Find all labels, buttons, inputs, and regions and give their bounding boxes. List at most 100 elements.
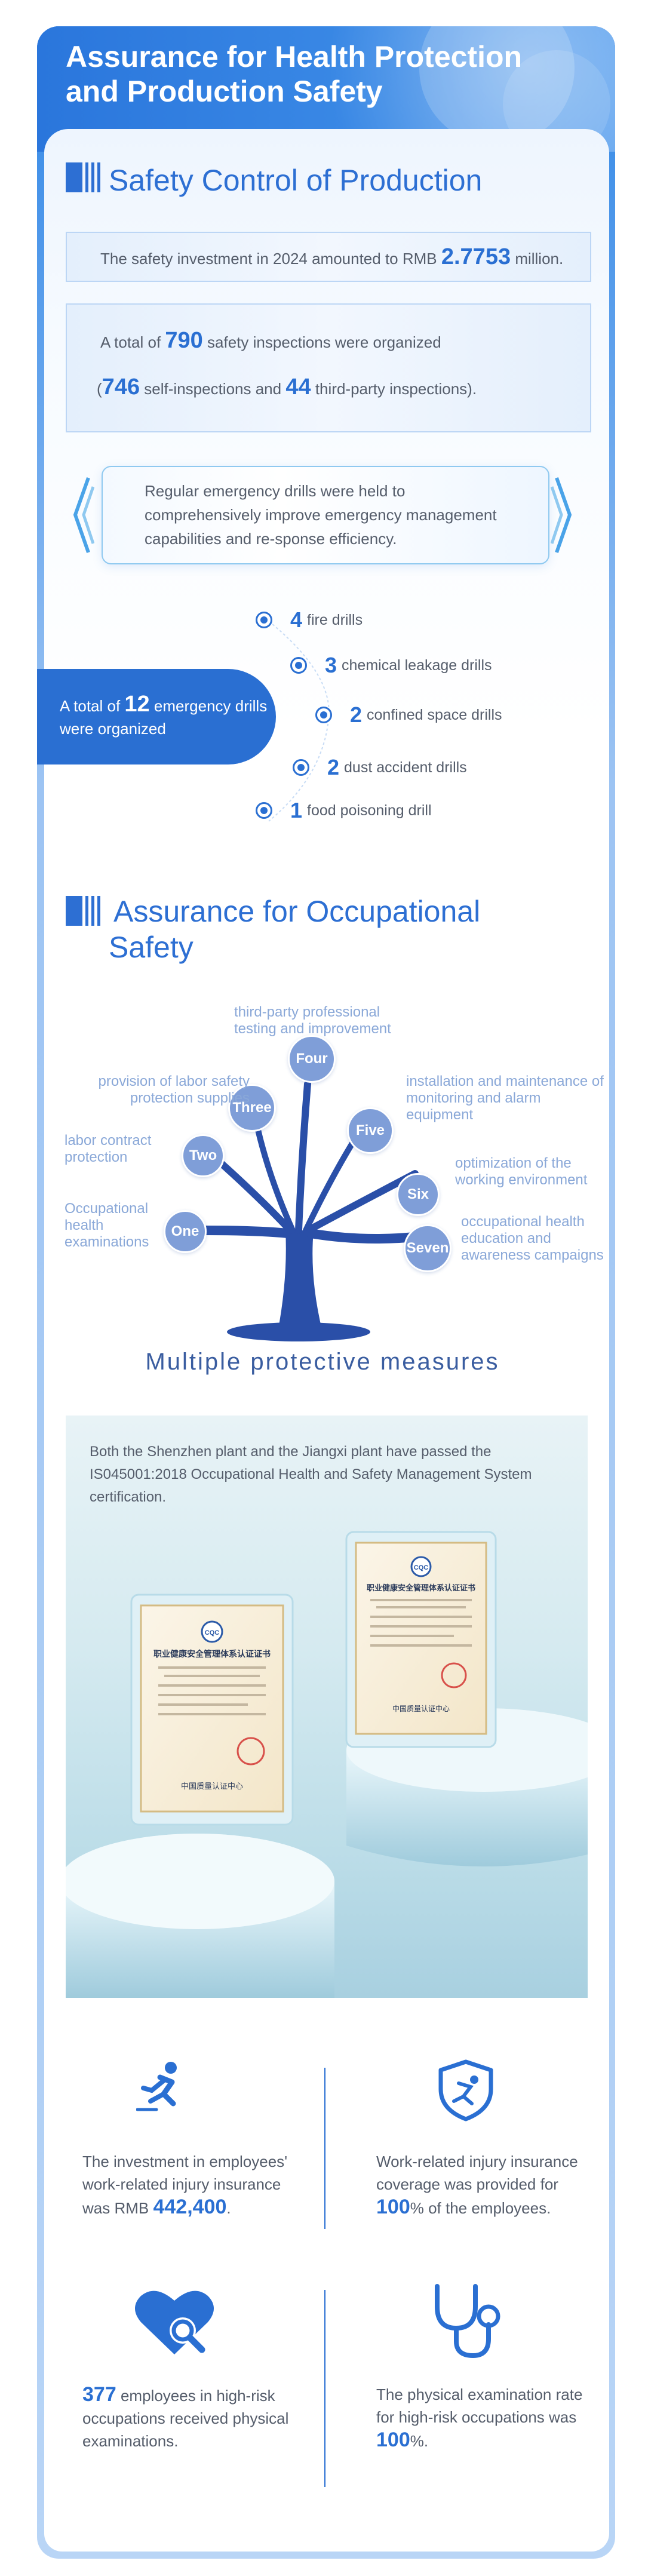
section-title: Assurance for Occupational Safety	[109, 894, 480, 965]
stat-value: 442,400	[153, 2196, 227, 2218]
drills-total-text: A total of 12 emergency drills were orga…	[60, 693, 275, 740]
svg-text:中国质量认证中心: 中国质量认证中心	[181, 1782, 243, 1791]
svg-text:中国质量认证中心: 中国质量认证中心	[392, 1704, 450, 1713]
bullet-dot-icon	[293, 759, 309, 776]
inspections-box: A total of 790 safety inspections were o…	[66, 303, 591, 432]
tree-label-three: provision of labor safety protection sup…	[98, 1073, 250, 1106]
section-header-production: Safety Control of Production	[66, 162, 482, 198]
drills-total-value: 12	[124, 692, 150, 717]
certification-panel: Both the Shenzhen plant and the Jiangxi …	[66, 1416, 588, 1998]
stat-insurance-investment: The investment in employees' work-relate…	[82, 2150, 291, 2219]
investment-value: 2.7753	[441, 244, 511, 269]
section-title-line1: Assurance for Occupational	[113, 895, 481, 928]
stat-post: % of the employees.	[410, 2199, 551, 2217]
investment-post: million.	[511, 250, 564, 268]
inspections-pre: A total of	[100, 333, 165, 351]
tree-node-2: Three	[228, 1084, 276, 1132]
stat-insurance-coverage: Work-related injury insurance coverage w…	[376, 2150, 597, 2219]
stat-pre: Work-related injury insurance coverage w…	[376, 2153, 578, 2193]
inspections-post: safety inspections were organized	[202, 333, 441, 351]
certificates-photo: CQC 职业健康安全管理体系认证证书 中国质量认证中心 CQC 职业健康安全管理…	[66, 1531, 588, 1998]
tree-label-five: installation and maintenance of monitori…	[406, 1073, 604, 1123]
stat-post: .	[226, 2199, 231, 2217]
third-party-value: 44	[285, 374, 311, 400]
emergency-note-box: Regular emergency drills were held to co…	[102, 466, 549, 564]
tree-node-1: Two	[182, 1134, 225, 1177]
divider	[324, 2290, 325, 2487]
bullet-dot-icon	[256, 612, 272, 628]
drills-total-badge: A total of 12 emergency drills were orga…	[37, 669, 276, 764]
tree-label-six: optimization of the working environment	[455, 1155, 588, 1188]
bullet-dot-icon	[256, 802, 272, 819]
self-inspections-value: 746	[102, 374, 140, 400]
drill-label: fire drills	[307, 611, 363, 628]
page-title: Assurance for Health Protection and Prod…	[66, 40, 523, 108]
heart-search-icon	[135, 2291, 214, 2354]
paren-open: (	[97, 380, 102, 398]
stat-post: employees in high-risk occupations recei…	[82, 2387, 289, 2450]
certificate-jiangxi: CQC 职业健康安全管理体系认证证书 中国质量认证中心	[345, 1531, 497, 1748]
drill-count: 4	[290, 607, 303, 632]
stat-value: 100	[376, 2196, 410, 2218]
certificate-shenzhen: CQC 职业健康安全管理体系认证证书 中国质量认证中心	[130, 1594, 294, 1826]
drill-count: 3	[325, 653, 337, 677]
tree-label-one: Occupational health examinations	[64, 1201, 149, 1250]
inspections-mid: self-inspections and	[140, 380, 286, 398]
drill-label: food poisoning drill	[307, 802, 432, 819]
section-bars-icon	[66, 162, 100, 192]
chevron-right-icon	[551, 477, 572, 553]
tree-label-two: labor contract protection	[64, 1132, 152, 1165]
inspections-total: 790	[165, 328, 203, 353]
drill-count: 2	[327, 755, 340, 779]
svg-text:CQC: CQC	[414, 1564, 429, 1571]
svg-text:CQC: CQC	[205, 1629, 220, 1637]
tree-node-3: Four	[288, 1035, 336, 1083]
stat-value: 377	[82, 2383, 116, 2406]
section-header-occupational: Assurance for Occupational Safety	[66, 894, 480, 965]
stat-value: 100	[376, 2428, 410, 2451]
tree-label-four: third-party professional testing and imp…	[234, 1004, 391, 1037]
inspections-line2: (746 self-inspections and 44 third-party…	[97, 375, 477, 401]
tree-node-5: Six	[397, 1173, 440, 1216]
drills-total-post: emergency drills were organized	[60, 697, 268, 738]
tree-node-6: Seven	[404, 1224, 452, 1272]
investment-text: The safety investment in 2024 amounted t…	[100, 245, 563, 271]
drills-total-bg	[37, 669, 276, 764]
chevron-left-icon	[73, 477, 94, 553]
investment-box: The safety investment in 2024 amounted t…	[66, 232, 591, 282]
investment-pre: The safety investment in 2024 amounted t…	[100, 250, 441, 268]
bullet-dot-icon	[290, 657, 307, 674]
section-title: Safety Control of Production	[109, 164, 483, 197]
stat-post: %.	[410, 2432, 429, 2450]
drill-count: 1	[290, 798, 303, 822]
stat-pre: The physical examination rate for high-r…	[376, 2385, 583, 2426]
section-title-line2: Safety	[109, 931, 194, 964]
drill-count: 2	[350, 702, 363, 727]
drills-total-pre: A total of	[60, 697, 125, 715]
tree-node-4: Five	[347, 1107, 394, 1154]
drill-item: 3 chemical leakage drills	[290, 653, 492, 678]
bullet-dot-icon	[315, 707, 332, 723]
certification-text: Both the Shenzhen plant and the Jiangxi …	[90, 1444, 532, 1505]
shield-injury-icon	[438, 2059, 493, 2121]
falling-person-icon	[136, 2062, 177, 2111]
divider	[324, 2068, 325, 2229]
tree-node-0: One	[164, 1210, 207, 1253]
drill-label: chemical leakage drills	[342, 656, 492, 674]
drill-label: dust accident drills	[344, 759, 467, 776]
tree-caption: Multiple protective measures	[145, 1349, 500, 1375]
section-bars-icon	[66, 896, 100, 926]
inspections-close: third-party inspections).	[311, 380, 477, 398]
stat-exam-rate: The physical examination rate for high-r…	[376, 2383, 591, 2452]
stat-pre: The investment in employees' work-relate…	[82, 2153, 288, 2217]
inspections-line1: A total of 790 safety inspections were o…	[100, 328, 441, 354]
stat-high-risk-exams: 377 employees in high-risk occupations r…	[82, 2383, 297, 2452]
emergency-note-text: Regular emergency drills were held to co…	[145, 482, 497, 548]
tree-label-seven: occupational health education and awaren…	[461, 1214, 604, 1263]
svg-text:职业健康安全管理体系认证证书: 职业健康安全管理体系认证证书	[367, 1583, 475, 1593]
drill-label: confined space drills	[367, 706, 502, 723]
